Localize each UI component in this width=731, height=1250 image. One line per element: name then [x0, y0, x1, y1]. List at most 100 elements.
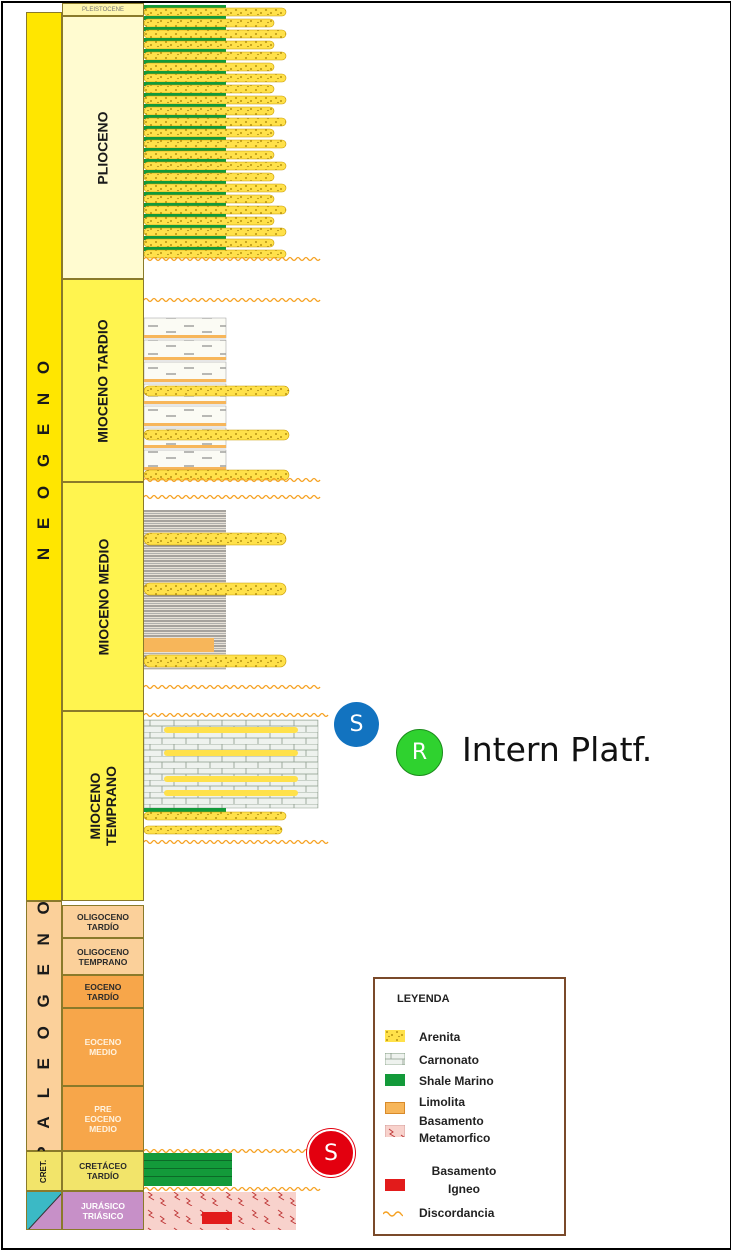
arenita-bed	[144, 385, 290, 397]
epoch-plioceno-label: PLIOCENO	[95, 110, 111, 185]
arenita-bed	[144, 172, 275, 182]
epoch-jurasico-triasico-label: JURÁSICO TRIÁSICO	[81, 1200, 125, 1221]
limolita-bed	[144, 357, 226, 360]
shale-marino-bed	[144, 5, 226, 9]
limolita-bed	[144, 423, 226, 426]
epoch-oligoceno-tardio-label: OLIGOCENO TARDÍO	[77, 911, 129, 932]
epoch-jurasico-triasico: JURÁSICO TRIÁSICO	[62, 1191, 144, 1230]
shale-marino-bed	[144, 126, 226, 130]
shale-marino-bed	[144, 148, 226, 152]
epoch-mioceno-medio: MIOCENO MEDIO	[62, 482, 144, 711]
arenita-bed	[144, 238, 275, 248]
arenita-bed	[144, 532, 287, 546]
arenita-stringer	[164, 790, 298, 796]
discordancia-line	[144, 494, 321, 500]
shale-marino-bed	[144, 225, 226, 229]
arenita-bed	[144, 654, 287, 668]
shale-marino-bed	[144, 27, 226, 31]
shale-marino-bed	[144, 181, 226, 185]
shale-marino-bed	[144, 104, 226, 108]
epoch-pre-eoceno-medio-label: PRE EOCENO MEDIO	[84, 1103, 122, 1134]
epoch-eoceno-medio-label: EOCENO MEDIO	[84, 1037, 122, 1057]
arenita-bed	[144, 95, 287, 105]
arenita-bed	[144, 183, 287, 193]
arenita-bed	[144, 205, 287, 215]
metamorfico-swatch	[385, 1125, 405, 1137]
arenita-bed	[144, 150, 275, 160]
shale-marino-bed	[144, 60, 226, 64]
legend-box: LEYENDA Arenita Carnonato Shale Marino L…	[373, 977, 566, 1236]
arenita-bed	[144, 825, 283, 835]
epoch-oligoceno-temprano: OLIGOCENO TEMPRANO	[62, 938, 144, 975]
epoch-oligoceno-tardio: OLIGOCENO TARDÍO	[62, 905, 144, 938]
arenita-bed	[144, 161, 287, 171]
seal-s-blue-letter: S	[349, 712, 364, 737]
arenita-bed	[144, 216, 275, 226]
discordancia-line	[144, 1186, 321, 1192]
shale-marino-bed	[144, 170, 226, 174]
limolita-bed	[144, 401, 226, 404]
shale-lamina	[144, 1176, 232, 1177]
arenita-bed	[144, 18, 275, 28]
epoch-pleistoceno-label: PLEISTOCENE	[82, 6, 124, 13]
shale-marino-bed	[144, 49, 226, 53]
arenita-bed	[144, 40, 275, 50]
shale-marino-bed	[144, 93, 226, 97]
limolita-bed	[144, 445, 226, 448]
arenita-stringer	[164, 776, 298, 782]
arenita-bed	[144, 117, 287, 127]
legend-limolita-label: Limolita	[419, 1095, 466, 1109]
shale-marino-bed	[144, 137, 226, 141]
epoch-eoceno-medio: EOCENO MEDIO	[62, 1008, 144, 1086]
discordancia-line	[144, 839, 329, 845]
legend-arenita-label: Arenita	[419, 1030, 461, 1044]
reservoir-r-badge: R	[396, 729, 443, 776]
shale-marino-bed	[144, 82, 226, 86]
limolita-bed	[144, 379, 226, 382]
source-s-badge-red: S	[307, 1129, 355, 1177]
epoch-cretaceo-tardio-label: CRETÁCEO TARDÍO	[79, 1161, 127, 1181]
shale-marino-bed	[144, 808, 226, 812]
basamento-igneo	[202, 1212, 232, 1224]
epoch-plioceno: PLIOCENO	[62, 16, 144, 279]
legend-shale-label: Shale Marino	[419, 1074, 494, 1088]
epoch-mioceno-tardio: MIOCENO TARDIO	[62, 279, 144, 482]
epoch-mioceno-temprano-label: MIOCENO TEMPRANO	[87, 765, 120, 847]
shale-marino-bed	[144, 192, 226, 196]
discordancia-swatch	[383, 1211, 403, 1217]
limolita-bed	[144, 638, 214, 652]
epoch-oligoceno-temprano-label: OLIGOCENO TEMPRANO	[77, 946, 129, 967]
discordancia-line	[144, 712, 329, 718]
limolita-bed	[144, 467, 226, 470]
discordancia-line	[144, 256, 321, 262]
shale-lamina	[144, 1160, 232, 1161]
shale-marino-bed	[144, 203, 226, 207]
shale-marino-swatch	[385, 1074, 405, 1086]
arenita-bed	[144, 7, 287, 17]
era-neogeno-label: N E O G E N O	[34, 353, 53, 560]
shale-marino-bed	[144, 71, 226, 75]
era-jurasico	[26, 1191, 62, 1230]
arenita-bed	[144, 84, 275, 94]
arenita-bed	[144, 227, 287, 237]
source-s-red-letter: S	[324, 1140, 338, 1166]
legend-carbonato-label: Carnonato	[419, 1053, 479, 1067]
epoch-pleistoceno: PLEISTOCENE	[62, 3, 144, 16]
epoch-pre-eoceno-medio: PRE EOCENO MEDIO	[62, 1086, 144, 1151]
arenita-bed	[144, 139, 287, 149]
limolita-bed	[144, 335, 226, 338]
arenita-bed	[144, 194, 275, 204]
arenita-bed	[144, 51, 287, 61]
arenita-bed	[144, 128, 275, 138]
shale-lamina	[144, 1168, 232, 1169]
arenita-bed	[144, 62, 275, 72]
era-cret-label: CRET.	[39, 1159, 49, 1183]
era-neogeno: N E O G E N O	[26, 12, 62, 901]
basamento-metamorfico	[144, 1192, 296, 1230]
shale-marino-bed	[144, 214, 226, 218]
era-cret: CRET.	[26, 1151, 62, 1191]
arenita-stringer	[164, 727, 298, 733]
epoch-mioceno-temprano: MIOCENO TEMPRANO	[62, 711, 144, 901]
epoch-mioceno-tardio-label: MIOCENO TARDIO	[95, 318, 111, 443]
discordancia-line	[144, 297, 321, 303]
